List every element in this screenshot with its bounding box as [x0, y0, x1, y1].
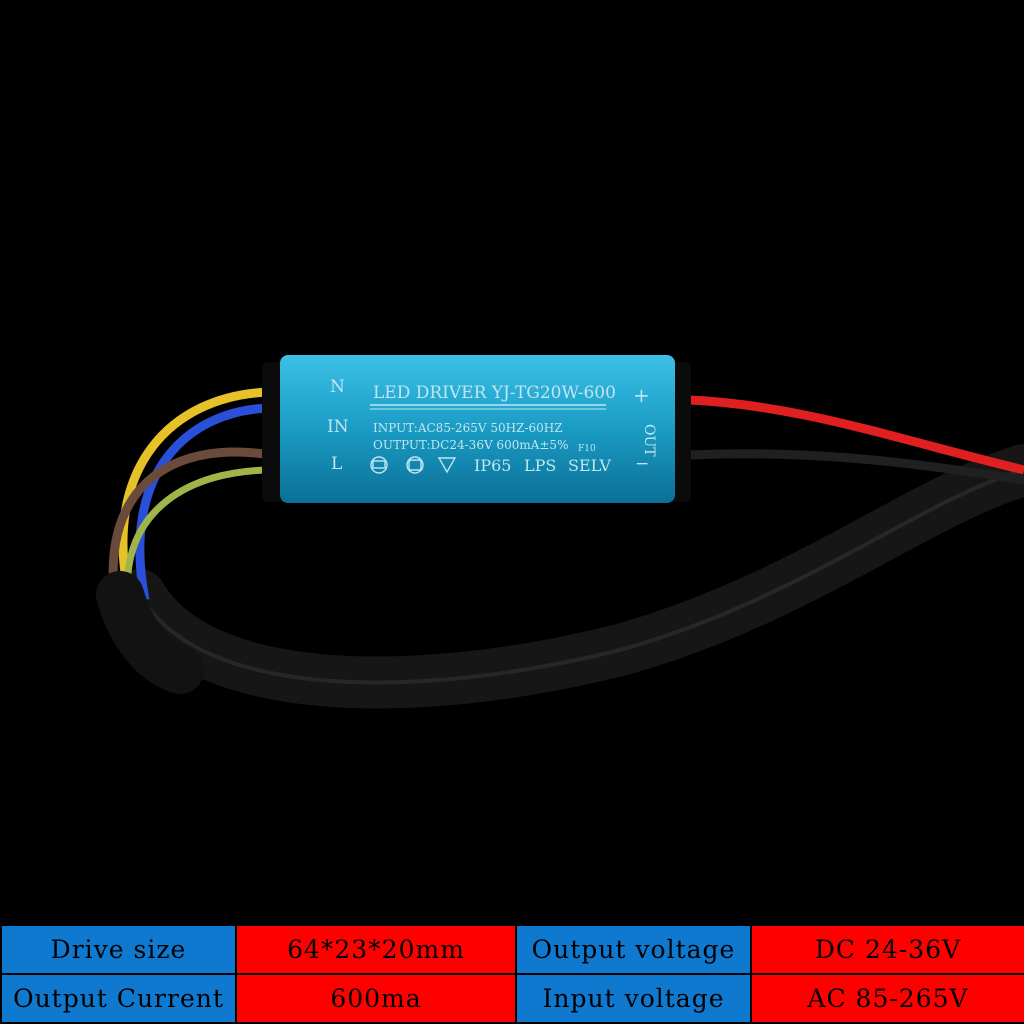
label-minus: − — [635, 454, 649, 474]
green-yellow-wire — [123, 466, 273, 601]
output-spec: OUTPUT:DC24-36V 600mA±5% — [373, 438, 568, 452]
blue-wire — [135, 403, 271, 601]
input-voltage-label: Input voltage — [515, 973, 752, 1024]
label-in: IN — [327, 417, 349, 437]
drive-size-value: 64*23*20mm — [235, 924, 517, 975]
label-out: OUT — [641, 424, 657, 457]
yellow-wire — [118, 387, 271, 602]
label-n: N — [330, 377, 345, 397]
rating-lps: LPS — [524, 456, 556, 475]
rating-ip: IP65 — [474, 456, 511, 475]
rating-selv: SELV — [568, 456, 611, 475]
code-label: F10 — [578, 444, 596, 454]
certification-icon — [370, 456, 457, 474]
spec-table: Drive size 64*23*20mm Output voltage DC … — [0, 924, 1024, 1024]
output-voltage-label: Output voltage — [515, 924, 752, 975]
driver-casing — [280, 355, 675, 503]
input-spec: INPUT:AC85-265V 50HZ-60HZ — [373, 421, 563, 435]
label-plus: + — [633, 383, 650, 407]
black-output-wire — [689, 449, 1024, 485]
brown-wire — [108, 447, 271, 601]
table-row: Drive size 64*23*20mm Output voltage DC … — [0, 924, 1024, 975]
table-row: Output Current 600ma Input voltage AC 85… — [0, 973, 1024, 1024]
led-driver-photo: N IN L LED DRIVER YJ-TG20W-600 INPUT:AC8… — [96, 355, 1024, 709]
label-l: L — [331, 454, 342, 474]
red-output-wire — [689, 395, 1024, 475]
output-current-label: Output Current — [0, 973, 237, 1024]
drive-size-label: Drive size — [0, 924, 237, 975]
output-voltage-value: DC 24-36V — [750, 924, 1024, 975]
input-cable — [96, 571, 204, 694]
input-voltage-value: AC 85-265V — [750, 973, 1024, 1024]
output-current-value: 600ma — [235, 973, 517, 1024]
driver-title: LED DRIVER YJ-TG20W-600 — [373, 383, 616, 403]
